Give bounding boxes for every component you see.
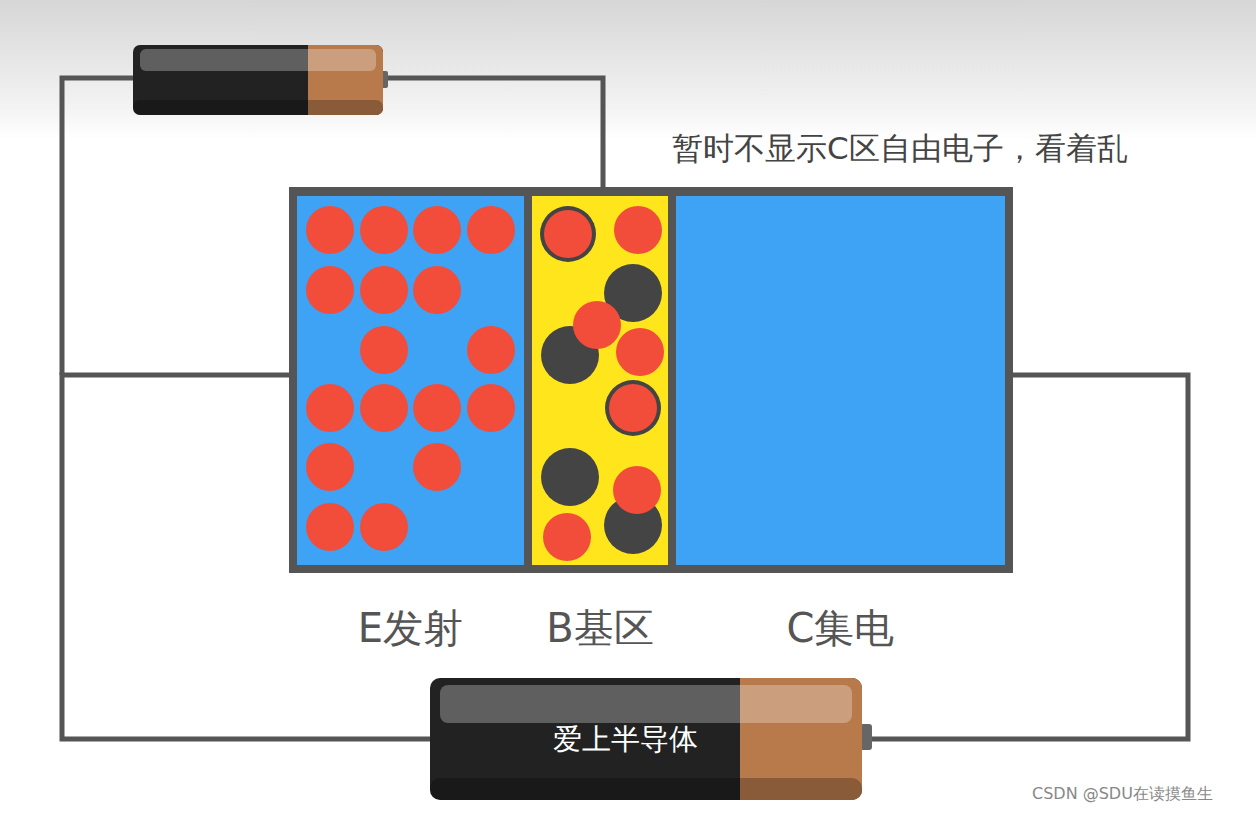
watermark: CSDN @SDU在读摸鱼生 [1032,784,1213,805]
carrier-dots [297,196,524,565]
base-region: B基区 [532,196,668,565]
battery-symbol: 爱上半导体 [430,678,872,800]
transistor-frame [289,187,1013,573]
wire [387,78,603,188]
emitter-region: E发射 [297,196,524,565]
wire [62,78,133,375]
collector-region: C集电 [676,196,1005,565]
carrier-dots [532,196,668,565]
note-text: 暂时不显示C区自由电子，看着乱 [672,128,1128,170]
battery-symbol [133,45,388,115]
carrier-dots [676,196,1005,565]
region-label: C集电 [616,601,1065,656]
battery-label: 爱上半导体 [430,720,820,760]
region-label: B基区 [472,601,728,656]
region-label: E发射 [237,601,584,656]
